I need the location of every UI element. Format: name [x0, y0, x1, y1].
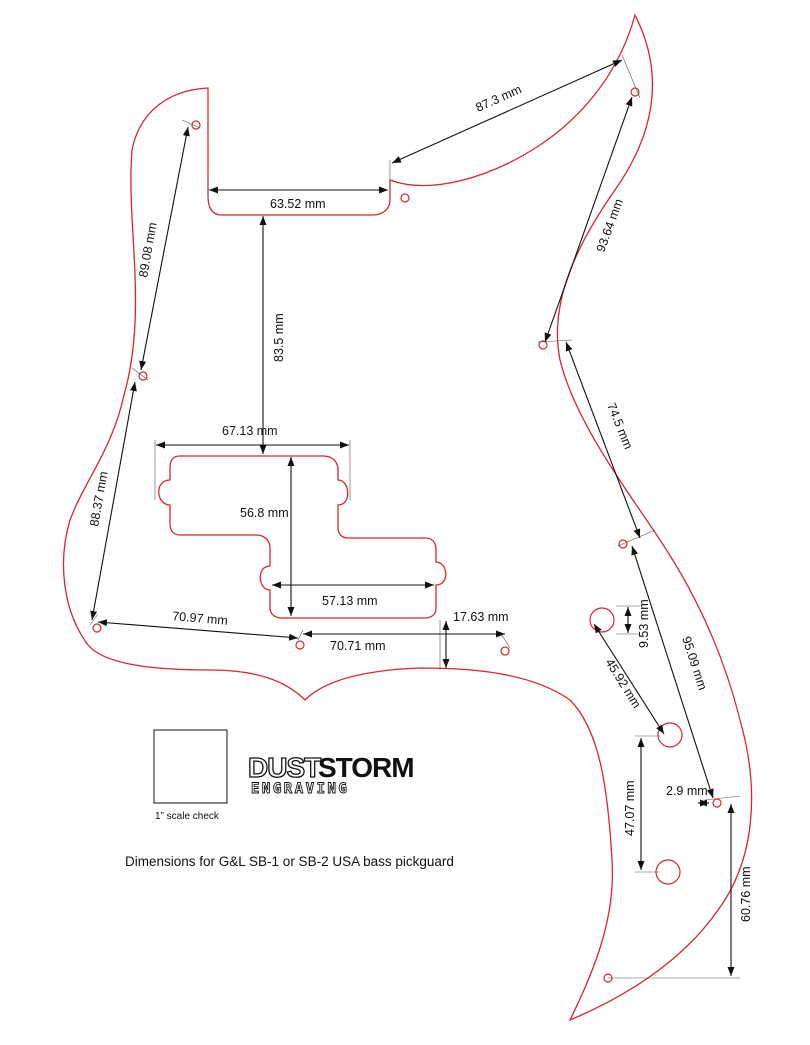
dim-label: 70.71 mm: [330, 639, 386, 653]
svg-text:STORM: STORM: [318, 752, 414, 783]
dim-label: 17.63 mm: [453, 610, 509, 624]
ext-line: [621, 54, 641, 99]
screw-hole: [400, 193, 410, 203]
dim-label: 56.8 mm: [240, 506, 289, 520]
dim-label: 89.08 mm: [136, 221, 159, 278]
dim-label: 74.5 mm: [604, 401, 635, 451]
dim-label: 70.97 mm: [172, 609, 229, 628]
pickguard-outline: [62, 13, 753, 1022]
dim-label: 2.9 mm: [666, 784, 708, 798]
dim-label: 57.13 mm: [322, 594, 378, 608]
dim-label: 47.07 mm: [623, 780, 637, 836]
screw-hole: [295, 640, 305, 650]
pickup-route-outline: [158, 455, 447, 619]
ext-line: [181, 119, 201, 129]
dimension-line: [565, 341, 641, 539]
dim-label: 45.92 mm: [602, 656, 643, 711]
caption: Dimensions for G&L SB-1 or SB-2 USA bass…: [125, 854, 454, 869]
dimension-line: [544, 96, 633, 343]
duststorm-logo: DUST STORM ENGRAVING: [247, 751, 414, 797]
dim-label: 63.52 mm: [270, 197, 326, 211]
dim-label: 95.09 mm: [679, 635, 709, 692]
dim-label: 83.5 mm: [272, 313, 286, 362]
scale-check-label: 1” scale check: [155, 811, 220, 822]
dim-label: 93.64 mm: [594, 197, 626, 254]
svg-text:ENGRAVING: ENGRAVING: [251, 781, 349, 797]
dim-label: 9.53 mm: [637, 599, 651, 648]
ext-line: [704, 795, 741, 801]
dimension-line: [391, 59, 623, 164]
screw-hole: [538, 340, 548, 350]
ext-line: [89, 613, 99, 626]
scale-check-box: [153, 729, 228, 804]
dimension-line: [90, 381, 137, 621]
dim-label: 60.76 mm: [739, 866, 753, 922]
screw-hole: [712, 798, 722, 808]
screw-hole: [630, 87, 640, 97]
screw-hole: [500, 646, 510, 656]
dimension-line: [631, 545, 714, 799]
control-hole: [657, 722, 683, 748]
dim-label: 88.37 mm: [87, 470, 110, 527]
control-hole: [589, 607, 615, 633]
svg-text:DUST: DUST: [248, 752, 321, 783]
dim-label: 67.13 mm: [222, 424, 278, 438]
ext-line: [297, 629, 304, 641]
ext-line: [617, 529, 656, 547]
dim-label: 87.3 mm: [474, 82, 524, 115]
dimension-line: [97, 619, 299, 641]
ext-line: [131, 367, 149, 381]
screw-hole: [92, 623, 102, 633]
dimension-line: [593, 623, 665, 735]
dimension-line: [139, 126, 190, 371]
